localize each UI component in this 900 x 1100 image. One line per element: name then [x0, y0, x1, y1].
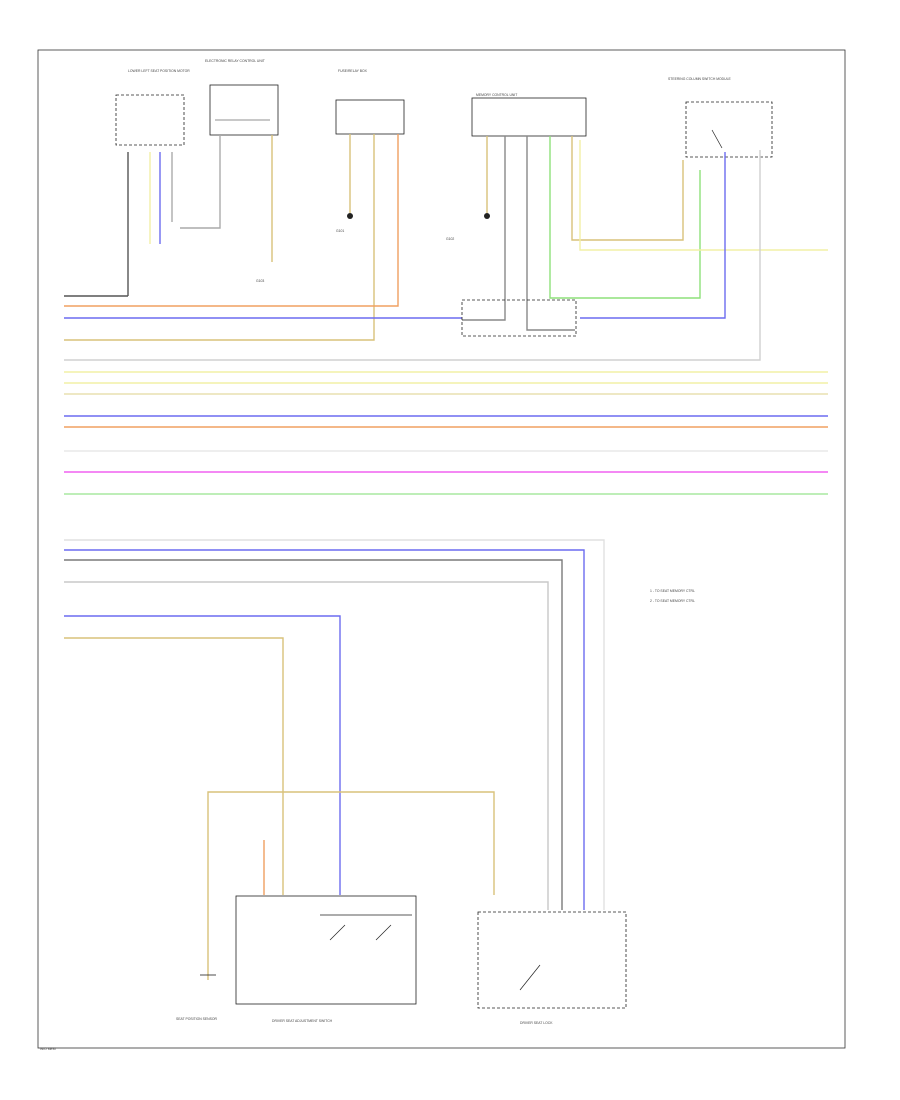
ground-b-label: G102	[446, 237, 454, 241]
component-bottom-center-label: DRIVER SEAT ADJUSTMENT SWITCH	[272, 1019, 333, 1023]
component-top-center-label: MEMORY CONTROL UNIT	[476, 93, 517, 97]
component-bottom-right: DRIVER SEAT LOCK	[477, 911, 627, 1025]
component-bottom-center: DRIVER SEAT ADJUSTMENT SWITCH	[235, 895, 417, 1023]
component-top-center: MEMORY CONTROL UNIT	[471, 93, 587, 137]
footer-label: W/O MEM	[40, 1047, 56, 1051]
ground-a-label: G101	[336, 229, 344, 233]
lower-wires	[64, 539, 605, 980]
top-wires	[64, 134, 828, 361]
component-top-mid-label: FUSE/RELAY BOX	[338, 69, 368, 73]
splice-box	[461, 299, 577, 337]
diagram-frame	[37, 49, 846, 1049]
note-1: 1 - TO SEAT MEMORY CTRL	[650, 589, 695, 593]
component-top-right: STEERING COLUMN SWITCH MODULE	[668, 77, 773, 158]
ground-c-label: G103	[256, 279, 264, 283]
ground-b: G102	[446, 213, 490, 241]
component-top-mid-left: ELECTRONIC RELAY CONTROL UNIT	[205, 59, 279, 136]
component-top-left-label: LOWER LEFT SEAT POSITION MOTOR	[128, 69, 190, 73]
component-top-mid-left-label: ELECTRONIC RELAY CONTROL UNIT	[205, 59, 265, 63]
component-top-left: LOWER LEFT SEAT POSITION MOTOR	[115, 69, 190, 146]
ground-a: G101	[336, 213, 353, 233]
component-top-right-label: STEERING COLUMN SWITCH MODULE	[668, 77, 731, 81]
note-2: 2 - TO SEAT MEMORY CTRL	[650, 599, 695, 603]
component-bottom-left: SEAT POSITION SENSOR	[176, 974, 217, 1021]
component-top-mid: FUSE/RELAY BOX	[335, 69, 405, 135]
component-bottom-right-label: DRIVER SEAT LOCK	[520, 1021, 553, 1025]
component-bottom-left-label: SEAT POSITION SENSOR	[176, 1017, 217, 1021]
ground-c: G103	[256, 279, 264, 283]
bus-wires	[64, 295, 828, 495]
